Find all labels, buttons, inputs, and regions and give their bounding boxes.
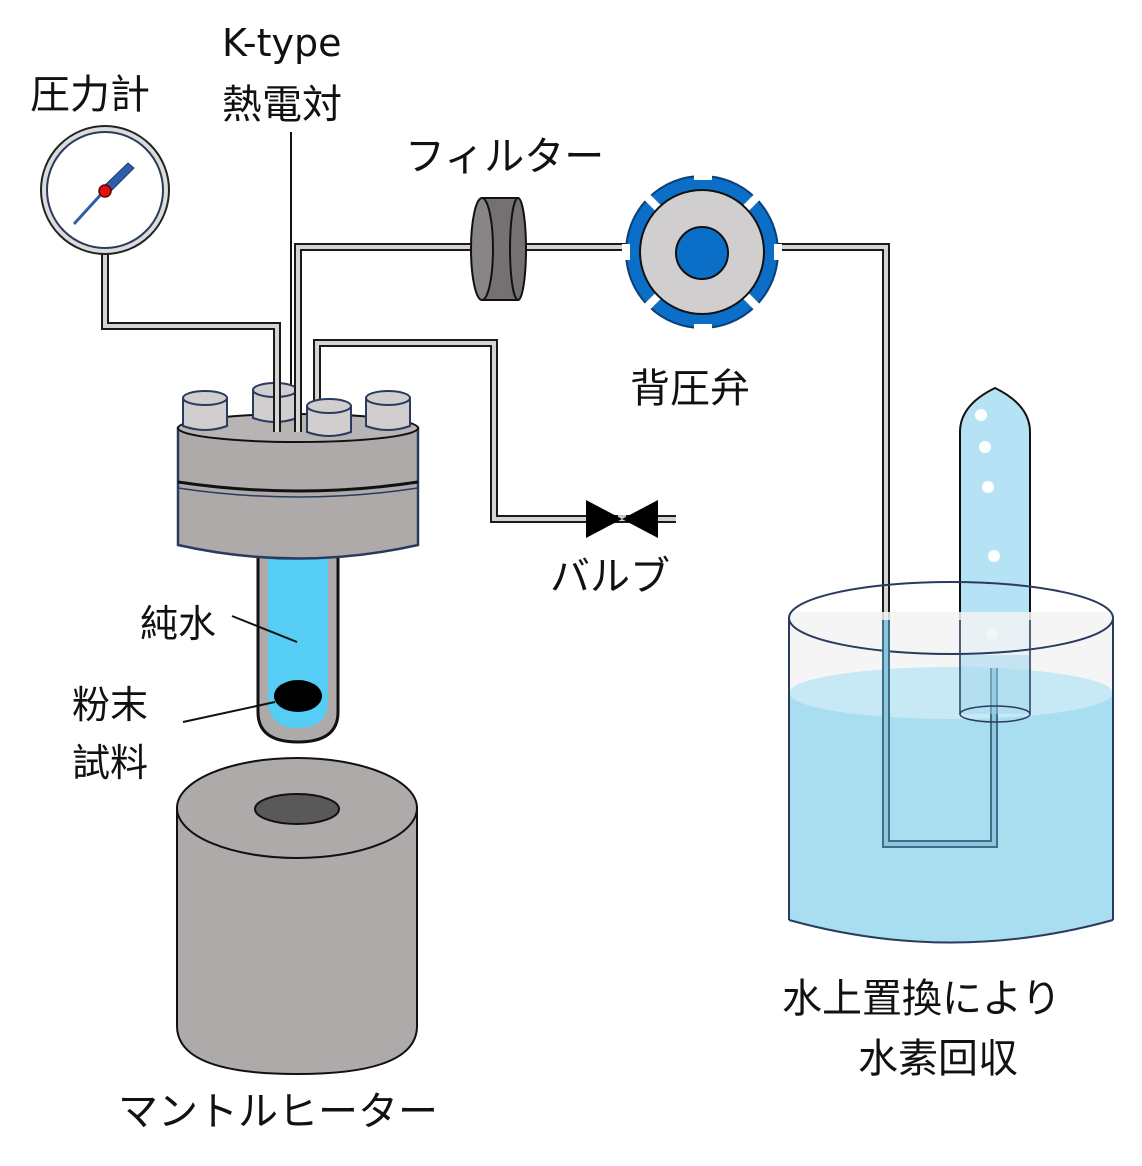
bolt (306, 398, 352, 437)
beaker-water (789, 669, 1113, 943)
pipe-drain (313, 339, 676, 523)
label-collection-1: 水上置換により (782, 976, 1061, 1022)
label-collection-2: 水素回収 (858, 1036, 1018, 1082)
powder-sample-leader (182, 701, 276, 723)
label-back-pressure-valve: 背圧弁 (630, 366, 750, 412)
collection-tube-submerged (959, 620, 1031, 723)
reactor-tube (256, 543, 340, 744)
label-thermocouple: 熱電対 (222, 82, 342, 128)
label-pure-water: 純水 (140, 602, 216, 646)
filter-icon (470, 197, 527, 301)
label-powder-sample-2: 試料 (72, 741, 148, 785)
pressure-gauge-icon (40, 125, 170, 255)
pipe-stubs (273, 380, 302, 432)
label-valve: バルブ (550, 554, 670, 600)
pipe-gauge (101, 250, 281, 430)
label-powder-sample-1: 粉末 (72, 683, 148, 727)
pipe-outlet (778, 243, 890, 620)
reactor-vessel (176, 413, 420, 560)
pipe-submerged (882, 620, 998, 848)
label-mantle-heater: マントルヒーター (118, 1089, 438, 1135)
bolt (182, 390, 228, 431)
vessel-bolts (182, 382, 411, 431)
label-pressure-gauge: 圧力計 (30, 72, 150, 118)
label-filter: フィルター (405, 134, 604, 180)
label-thermocouple-type: K-type (222, 21, 342, 65)
valve-icon (586, 500, 658, 538)
pure-water (268, 545, 328, 728)
bolt (365, 390, 411, 431)
pure-water-leader (231, 615, 298, 643)
beaker (788, 581, 1114, 944)
powder-sample (274, 680, 322, 712)
back-pressure-valve-icon (622, 172, 782, 332)
mantle-heater-icon (176, 757, 418, 1076)
